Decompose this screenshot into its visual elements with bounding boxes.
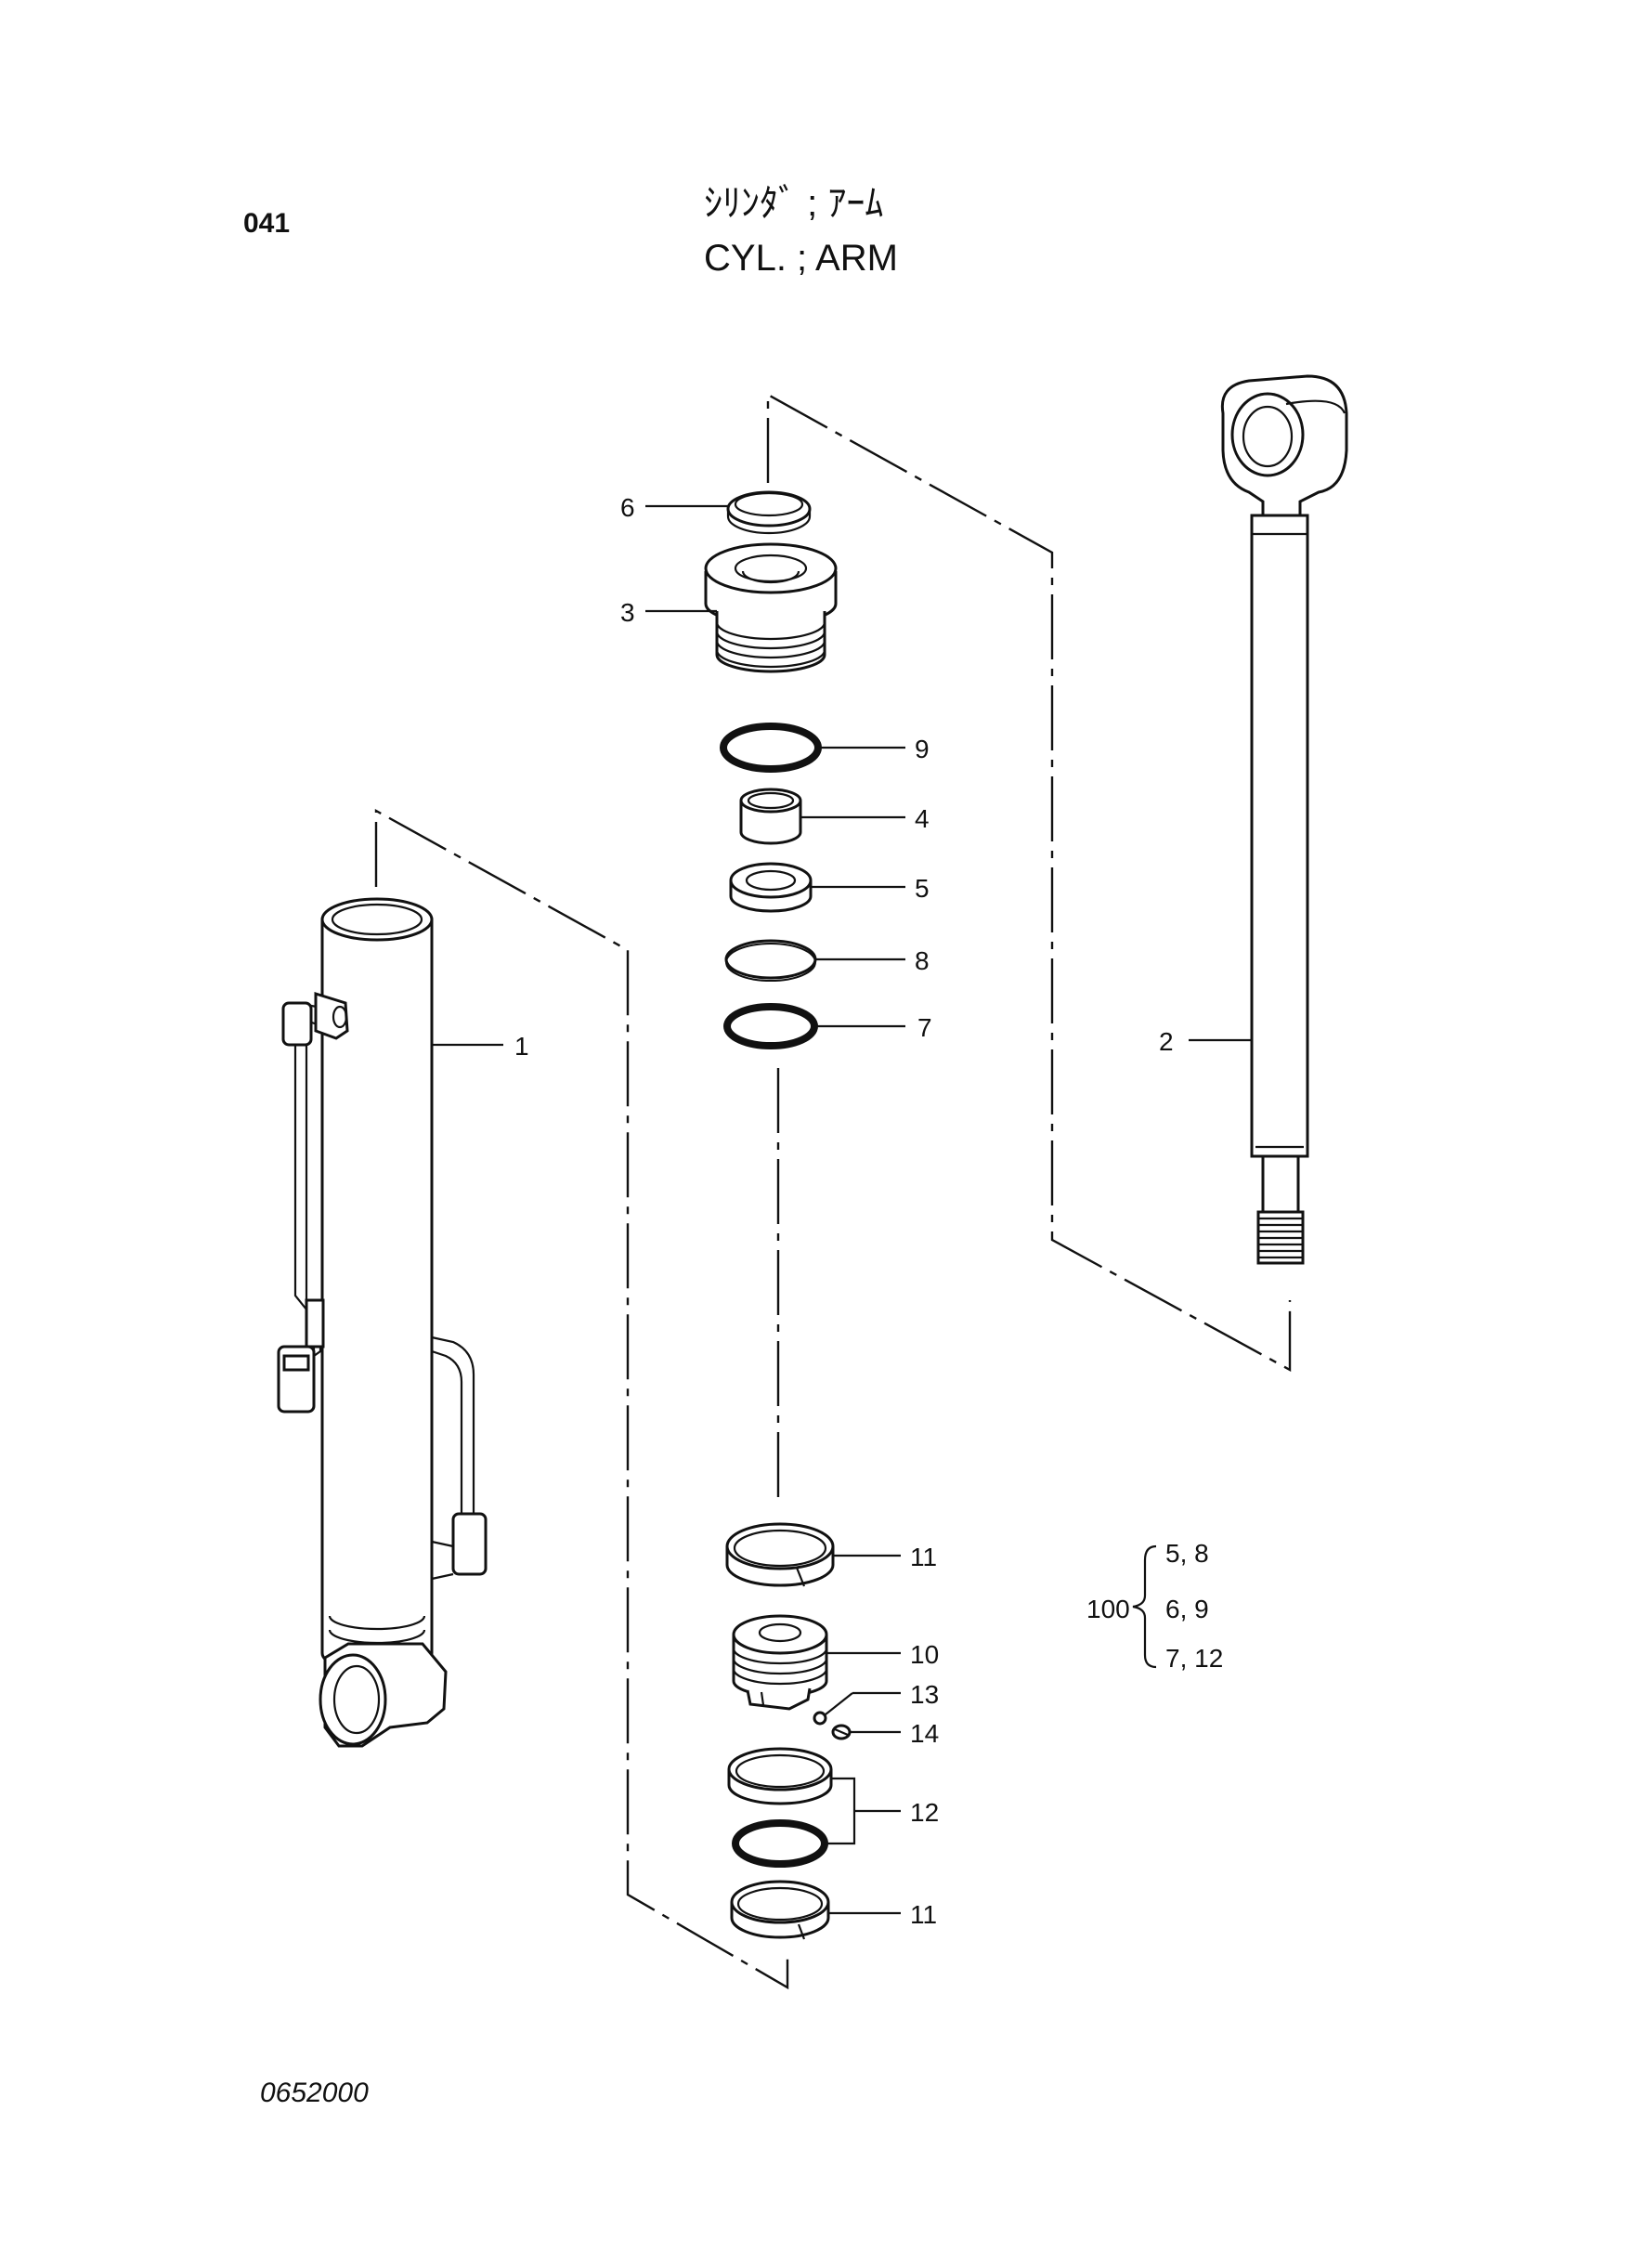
assembly-guide-lines — [374, 392, 1292, 1990]
page-code: 041 — [243, 208, 290, 239]
drawing-number: 0652000 — [260, 2078, 369, 2108]
wear-ring-upper-part-11 — [725, 1522, 901, 1587]
kit-100-brace — [1132, 1544, 1157, 1669]
callout-12: 12 — [910, 1798, 939, 1827]
callout-14: 14 — [910, 1719, 939, 1748]
title-english: CYL. ; ARM — [704, 238, 898, 279]
piston-seal-part-12 — [727, 1747, 901, 1868]
wear-ring-lower-part-11 — [730, 1880, 901, 1940]
rod-seal-part-5 — [729, 862, 905, 913]
backup-ring-part-8 — [724, 939, 905, 982]
title-japanese: ｼﾘﾝﾀﾞ ; ｱｰﾑ — [704, 183, 883, 224]
o-ring-part-7 — [723, 1003, 905, 1049]
callout-1: 1 — [514, 1032, 529, 1061]
piston-rod-part-2 — [1189, 374, 1348, 1265]
kit-item-1: 5, 8 — [1165, 1539, 1209, 1568]
callout-13: 13 — [910, 1680, 939, 1709]
callout-9: 9 — [915, 735, 930, 763]
callout-7: 7 — [917, 1013, 932, 1042]
callout-11-lower: 11 — [910, 1900, 937, 1929]
rod-cover-part-3 — [645, 542, 838, 673]
callout-6: 6 — [620, 493, 635, 522]
kit-number: 100 — [1086, 1595, 1130, 1623]
piston-part-10 — [732, 1614, 901, 1711]
set-screw-part-14 — [831, 1724, 901, 1740]
kit-item-2: 6, 9 — [1165, 1595, 1209, 1623]
callout-5: 5 — [915, 874, 930, 903]
dust-seal-part-6 — [645, 490, 812, 535]
callout-4: 4 — [915, 804, 930, 833]
callout-8: 8 — [915, 946, 930, 975]
callout-11-upper: 11 — [910, 1543, 937, 1571]
callout-2: 2 — [1159, 1027, 1174, 1056]
cylinder-tube-part-1 — [277, 897, 503, 1748]
callout-10: 10 — [910, 1640, 939, 1669]
callout-3: 3 — [620, 598, 635, 627]
bushing-part-4 — [739, 788, 905, 845]
steel-ball-part-13 — [813, 1691, 901, 1726]
kit-item-3: 7, 12 — [1165, 1644, 1223, 1673]
o-ring-part-9 — [720, 723, 905, 773]
